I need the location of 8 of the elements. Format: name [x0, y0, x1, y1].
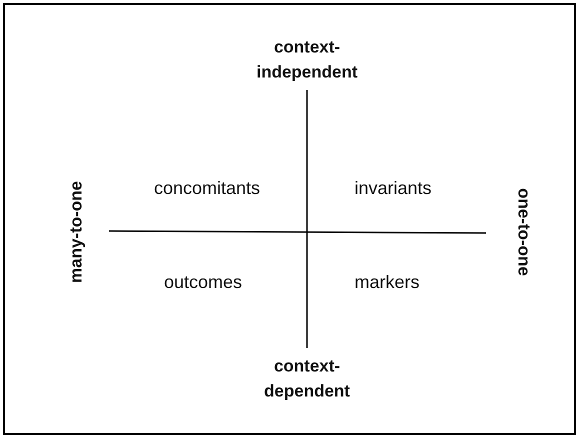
quadrant-label: markers	[354, 270, 420, 294]
axis-label: context- independent	[255, 36, 359, 83]
quadrant-label: outcomes	[164, 270, 242, 294]
quadrant-label: invariants	[354, 176, 432, 200]
axis-label: one-to-one	[513, 188, 534, 276]
quadrant-label: concomitants	[154, 176, 260, 200]
axis-label: many-to-one	[66, 181, 87, 283]
axis-label: context- dependent	[263, 355, 351, 402]
